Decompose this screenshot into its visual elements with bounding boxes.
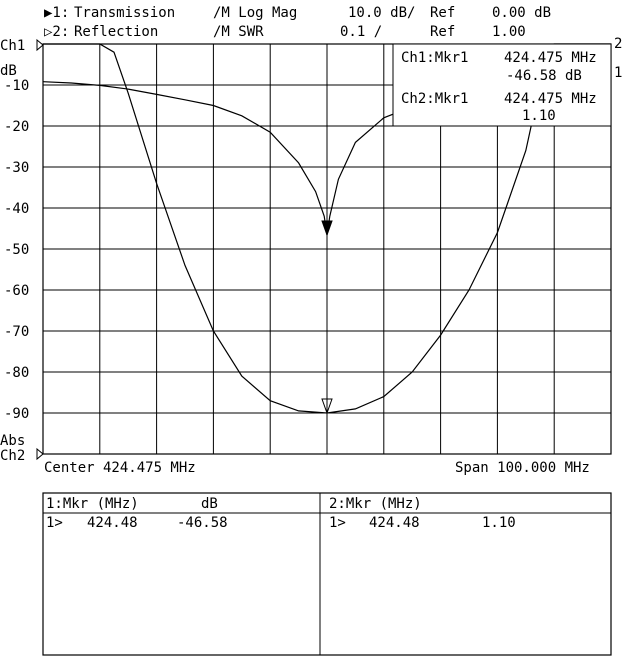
y-tick-label: -50 [4,242,29,258]
ch2-table-frequency: 424.48 [369,515,420,531]
marker-table: 1:Mkr (MHz) dB 1> 424.48 -46.58 2:Mkr (M… [42,492,612,656]
y-tick-label: -20 [4,119,29,135]
span-frequency: Span 100.000 MHz [455,460,590,476]
y-tick-label: -30 [4,160,29,176]
ch2-format: /M SWR [213,24,264,40]
ch2-table-marker: 1> [329,515,346,531]
ch1-axis-unit: dB [0,63,17,79]
trace-2-tag: 2 [614,36,622,52]
ch2-marker-value: 1.10 [522,108,556,124]
ch1-measurement-name: Transmission [74,5,175,21]
ch2-table-value: 1.10 [482,515,516,531]
ch2-indicator: ▷2: [44,24,69,40]
ch2-ref-value: 1.00 [492,24,526,40]
y-tick-label: -10 [4,78,29,94]
ch2-measurement-name: Reflection [74,24,158,40]
ch1-table-header: 1:Mkr (MHz) [46,496,139,512]
ch1-table-frequency: 424.48 [87,515,138,531]
marker-table-border [42,492,612,656]
center-frequency: Center 424.475 MHz [44,460,196,476]
ch2-marker-label: Ch2:Mkr1 [401,91,468,107]
y-tick-label: -70 [4,324,29,340]
y-tick-label: -40 [4,201,29,217]
marker-readout-box: Ch1:Mkr1 424.475 MHz -46.58 dB Ch2:Mkr1 … [392,43,612,127]
markers [321,212,333,415]
ch2-table-header: 2:Mkr (MHz) [329,496,422,512]
plot-border [42,43,612,455]
ch1-indicator: ▶1: [44,5,69,21]
marker-reflection [321,398,333,415]
plot-area: Ch1:Mkr1 424.475 MHz -46.58 dB Ch2:Mkr1 … [42,43,612,455]
trace-1-tag: 1 [614,65,622,81]
marker-transmission [321,220,333,237]
ch2-reference-arrow [36,447,44,461]
ch1-ref-label: Ref [430,5,455,21]
y-tick-label: -60 [4,283,29,299]
marker-readout-background [392,43,612,127]
ch1-reference-arrow [36,38,44,52]
ch1-table-unit: dB [201,496,218,512]
ch2-axis-label: Ch2 [0,448,25,464]
left-axis: Ch1 dB -10 -20 -30 -40 -50 -60 -70 -80 -90 Abs C… [0,38,44,464]
ch2-axis-unit: Abs [0,433,25,449]
ch1-format: /M Log Mag [213,5,297,21]
y-tick-label: -90 [4,406,29,422]
y-tick-labels: -10 -20 -30 -40 -50 -60 -70 -80 -90 [4,78,29,422]
ch1-table-value: -46.58 [177,515,228,531]
ch1-marker-label: Ch1:Mkr1 [401,50,468,66]
ch2-ref-label: Ref [430,24,455,40]
ch2-scale: 0.1 / [340,24,382,40]
y-tick-label: -80 [4,365,29,381]
ch1-ref-value: 0.00 dB [492,5,551,21]
ch1-marker-frequency: 424.475 MHz [504,50,597,66]
ch1-table-marker: 1> [46,515,63,531]
ch1-marker-value: -46.58 dB [506,68,582,84]
header: ▶1: Transmission /M Log Mag 10.0 dB/ Ref… [44,5,551,40]
ch1-axis-label: Ch1 [0,38,25,54]
ch2-marker-frequency: 424.475 MHz [504,91,597,107]
ch1-scale: 10.0 dB/ [348,5,415,21]
